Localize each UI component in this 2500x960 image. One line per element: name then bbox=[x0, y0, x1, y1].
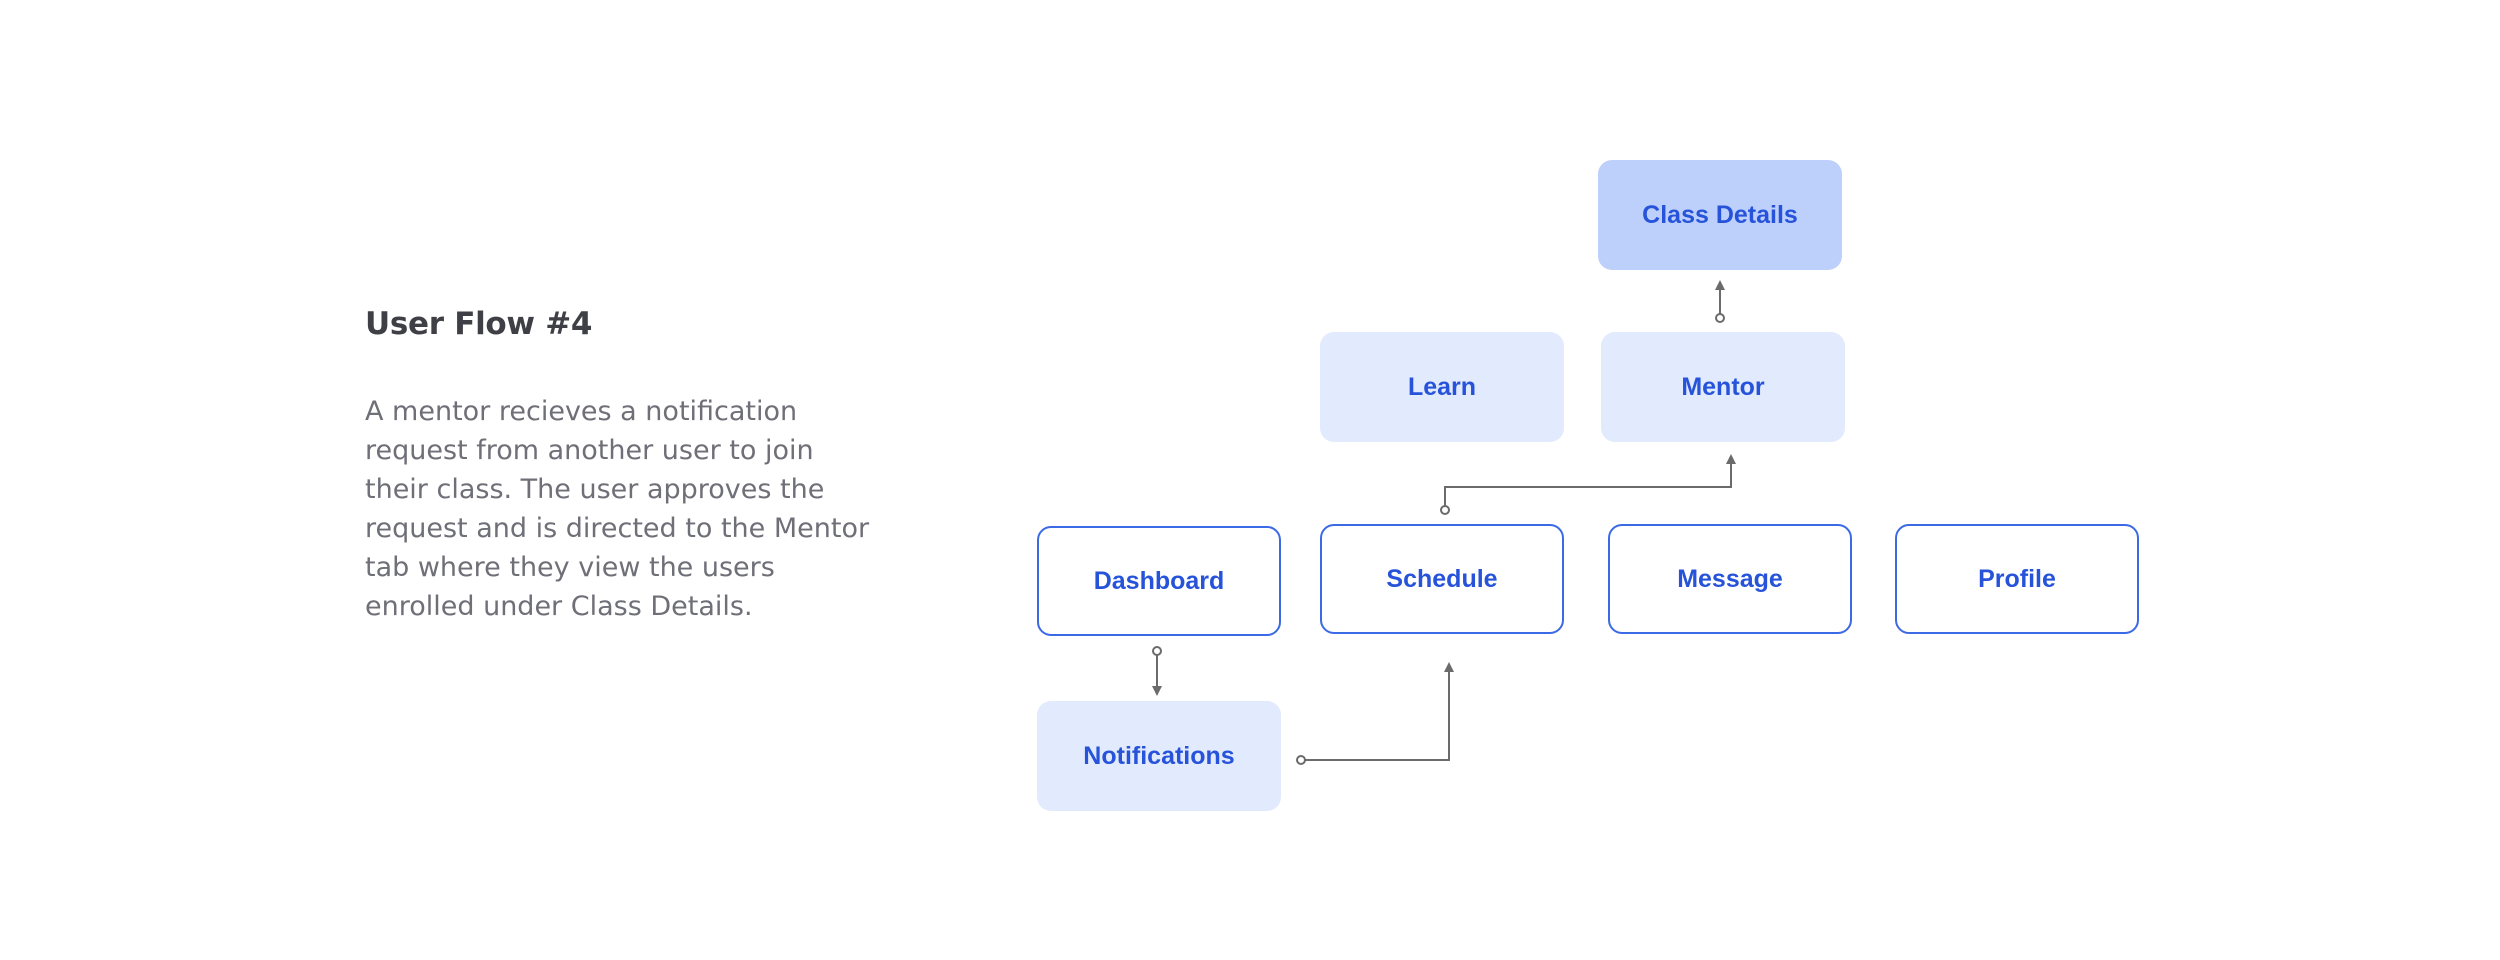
node-message-label: Message bbox=[1677, 564, 1783, 593]
node-dashboard-label: Dashboard bbox=[1093, 566, 1225, 595]
connector-notifications-schedule bbox=[1296, 662, 1454, 765]
node-mentor[interactable]: Mentor bbox=[1601, 332, 1845, 442]
node-profile-label: Profile bbox=[1978, 564, 2056, 593]
node-notifications-label: Notifications bbox=[1083, 741, 1235, 770]
node-dashboard[interactable]: Dashboard bbox=[1037, 526, 1281, 636]
connector-dashboard-notifications bbox=[1152, 646, 1162, 696]
node-class-details-label: Class Details bbox=[1642, 200, 1798, 229]
flow-description: A mentor recieves a notification request… bbox=[365, 396, 870, 622]
flow-title: User Flow #4 bbox=[365, 306, 593, 342]
connector-mentor-class-details bbox=[1715, 280, 1725, 323]
node-notifications[interactable]: Notifications bbox=[1037, 701, 1281, 811]
node-profile[interactable]: Profile bbox=[1895, 524, 2139, 634]
node-learn-label: Learn bbox=[1407, 372, 1477, 401]
connector-schedule-mentor bbox=[1440, 454, 1736, 515]
node-learn[interactable]: Learn bbox=[1320, 332, 1564, 442]
node-schedule-label: Schedule bbox=[1386, 564, 1498, 593]
node-class-details[interactable]: Class Details bbox=[1598, 160, 1842, 270]
node-schedule[interactable]: Schedule bbox=[1320, 524, 1564, 634]
node-message[interactable]: Message bbox=[1608, 524, 1852, 634]
node-mentor-label: Mentor bbox=[1681, 372, 1765, 401]
